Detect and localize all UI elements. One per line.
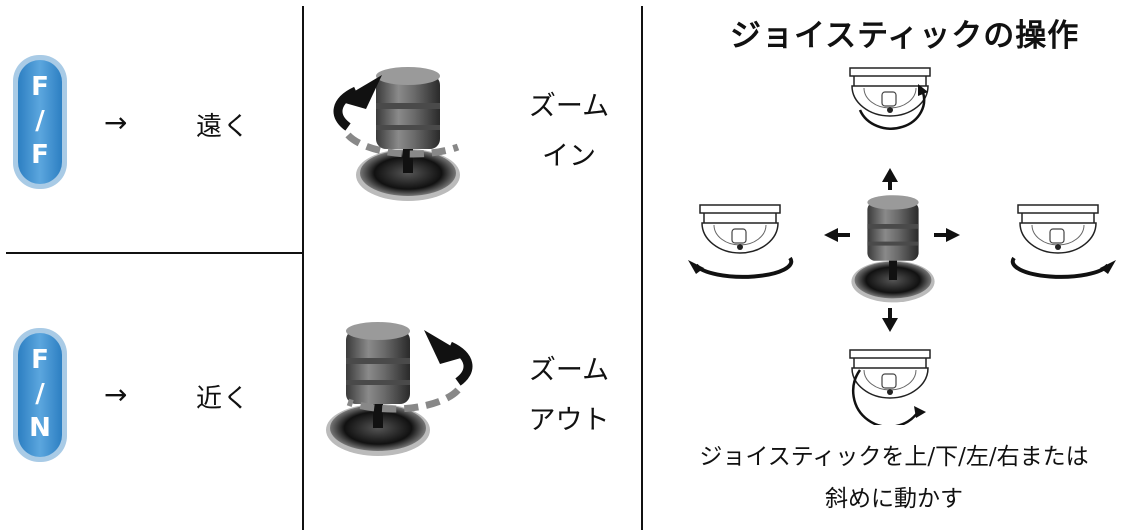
focus-near-button[interactable]: F / N (10, 325, 70, 469)
focus-far-label: 遠く (196, 112, 251, 142)
focus-far-arrow: → (104, 106, 128, 139)
arrow-right-icon (934, 228, 960, 242)
dome-camera-icon-top (849, 67, 931, 130)
zoom-out-line2: アウト (528, 405, 610, 436)
focus-far-button-icon (13, 55, 67, 189)
button-letter-slash: / (35, 379, 45, 409)
joystick-section-title: ジョイスティックの操作 (730, 18, 1080, 54)
button-letter-bottom: N (29, 413, 51, 443)
vertical-divider-left (302, 6, 304, 530)
focus-near-button-icon (13, 328, 67, 462)
zoom-in-label: ズーム イン (524, 82, 614, 182)
dome-camera-icon-bottom (849, 349, 931, 425)
zoom-out-label: ズーム アウト (524, 346, 614, 446)
focus-near-arrow: → (104, 378, 128, 411)
button-letter-bottom: F (31, 140, 49, 170)
caption-line1: ジョイスティックを上/下/左/右または (699, 444, 1089, 470)
focus-near-label: 近く (196, 384, 251, 414)
zoom-out-joystick-icon (326, 322, 473, 456)
vertical-divider-right (641, 6, 643, 530)
caption-line2: 斜めに動かす (825, 486, 963, 512)
joystick-caption: ジョイスティックを上/下/左/右または 斜めに動かす (646, 436, 1142, 520)
focus-far-button[interactable]: F / F (10, 52, 70, 196)
zoom-out-line1: ズーム (528, 355, 610, 386)
arrow-up-icon (882, 168, 898, 190)
arrow-left-icon (824, 228, 850, 242)
arrow-down-icon (882, 308, 898, 332)
button-letter-top: F (31, 72, 49, 102)
button-letter-slash: / (35, 106, 45, 136)
horizontal-divider (6, 252, 303, 254)
zoom-in-line1: ズーム (528, 91, 610, 122)
zoom-in-line2: イン (542, 141, 596, 172)
dome-camera-icon-left (688, 204, 794, 279)
dome-camera-icon-right (1010, 204, 1116, 279)
button-letter-top: F (31, 345, 49, 375)
joystick-direction-diagram (688, 67, 1116, 425)
zoom-in-joystick-icon (333, 67, 460, 201)
